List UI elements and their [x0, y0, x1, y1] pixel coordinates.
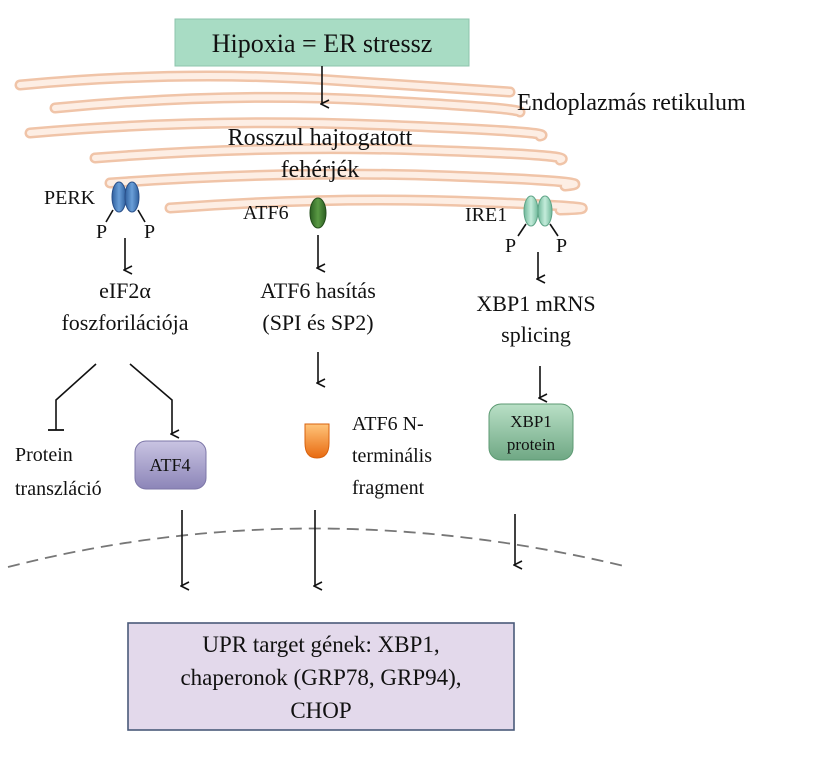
eif2a-line1: eIF2α — [99, 278, 151, 303]
ire1-phospho-bond-left — [517, 223, 527, 237]
misfolded-proteins-line1: Rosszul hajtogatott — [228, 125, 413, 151]
hypoxia-er-stress-box: Hipoxia = ER stressz — [174, 18, 470, 67]
protein-translation-line1: Protein — [15, 444, 73, 466]
atf6-branch: ATF6 ATF6 hasítás (SPI és SP2) ATF6 N- t… — [243, 197, 432, 499]
atf6-cleavage-line2: (SPI és SP2) — [262, 310, 373, 335]
atf4-arrow — [129, 363, 172, 434]
atf6-fragment-line1: ATF6 N- — [352, 413, 424, 435]
perk-dimer-icon — [111, 181, 140, 213]
atf6-fragment-line3: fragment — [352, 477, 425, 499]
ire1-dimer-icon — [523, 195, 553, 227]
er-membrane-stack — [14, 70, 588, 216]
targets-line1: UPR target gének: XBP1, — [202, 632, 439, 657]
atf6-fragment-line2: terminális — [352, 445, 432, 467]
nuclear-membrane — [7, 527, 629, 568]
misfolded-proteins-line2: fehérjék — [281, 157, 360, 183]
hypoxia-er-stress-label: Hipoxia = ER stressz — [212, 29, 432, 58]
xbp1-splicing-line2: splicing — [501, 322, 571, 347]
perk-label: PERK — [44, 187, 96, 209]
perk-phospho-left: P — [96, 221, 107, 243]
atf4-box: ATF4 — [134, 440, 207, 490]
inhibition-line — [55, 363, 97, 430]
ire1-phospho-bond-right — [549, 223, 559, 237]
targets-line2: chaperonok (GRP78, GRP94), — [180, 665, 461, 690]
upr-target-genes-box: UPR target gének: XBP1, chaperonok (GRP7… — [127, 622, 515, 731]
xbp1-splicing-line1: XBP1 mRNS — [476, 291, 595, 316]
atf6-fragment-icon — [304, 423, 330, 459]
atf6-label: ATF6 — [243, 202, 289, 224]
xbp1-protein-box: XBP1 protein — [488, 403, 574, 461]
atf6-cleavage-line1: ATF6 hasítás — [260, 278, 376, 303]
ire1-branch: IRE1 P P XBP1 mRNS splicing XBP1 protein — [465, 195, 596, 461]
perk-phospho-right: P — [144, 221, 155, 243]
perk-phospho-bond-left — [105, 209, 114, 223]
ire1-phospho-right: P — [556, 235, 567, 257]
atf6-receptor-icon — [309, 197, 327, 229]
er-label: Endoplazmás retikulum — [517, 90, 746, 116]
perk-branch: PERK P P eIF2α foszforilációja Protein t… — [15, 181, 207, 500]
perk-phospho-bond-right — [137, 209, 146, 223]
atf4-label: ATF4 — [149, 455, 190, 475]
ire1-label: IRE1 — [465, 204, 507, 226]
xbp1-protein-line1: XBP1 — [510, 412, 552, 431]
ire1-phospho-left: P — [505, 235, 516, 257]
protein-translation-line2: transzláció — [15, 478, 102, 500]
eif2a-line2: foszforilációja — [61, 310, 188, 335]
xbp1-protein-line2: protein — [507, 435, 556, 454]
targets-line3: CHOP — [290, 698, 351, 723]
